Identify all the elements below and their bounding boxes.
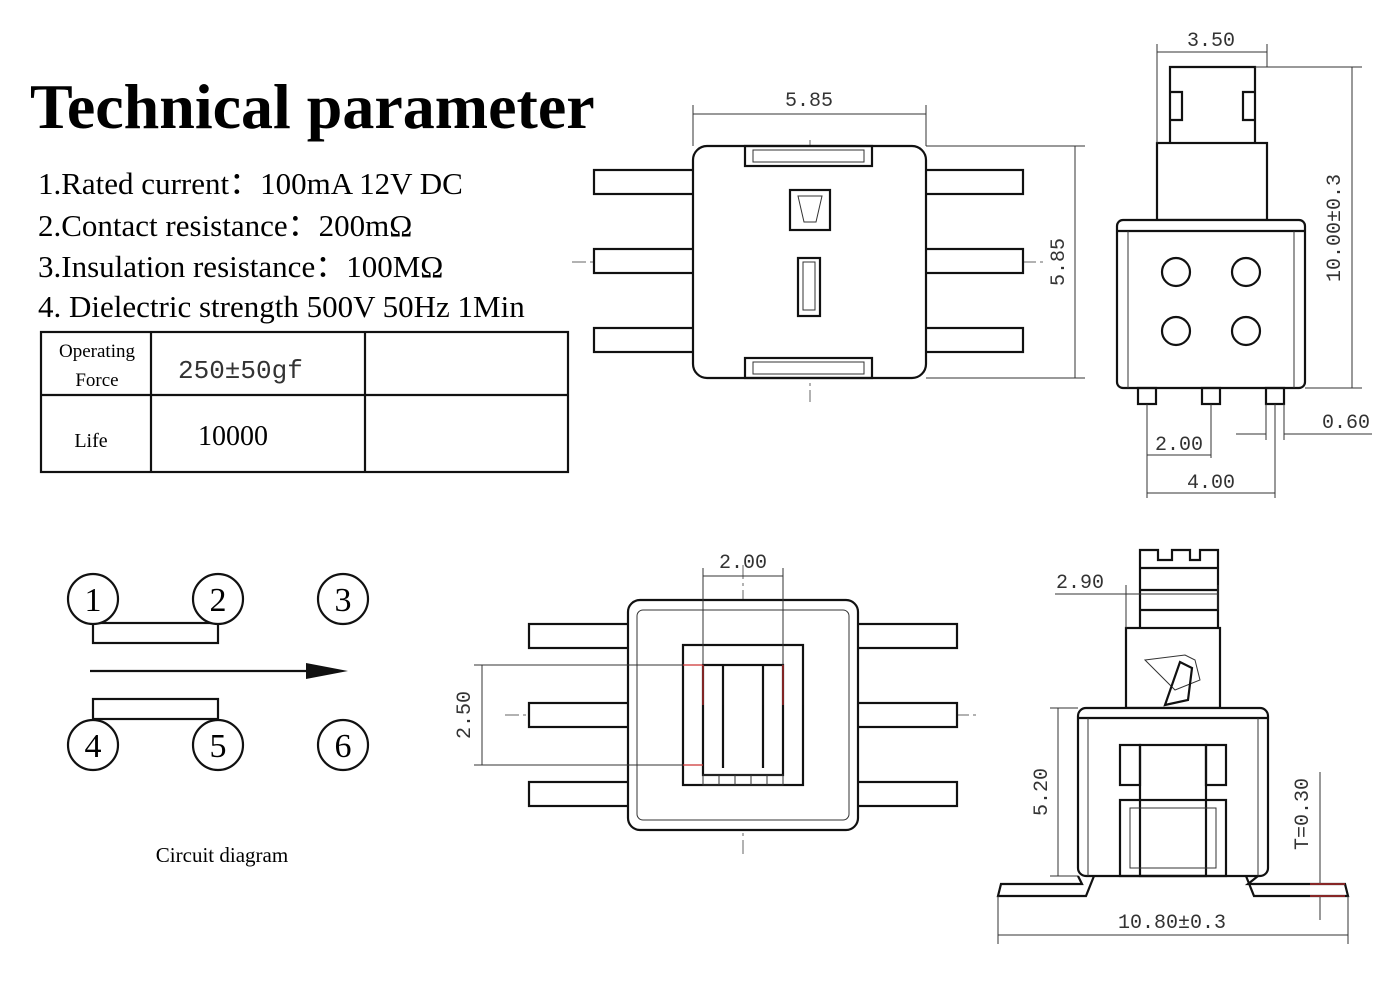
dim-side-height: 10.00±0.3	[1324, 174, 1347, 282]
dim-side-top-width: 3.50	[1187, 30, 1235, 53]
pin-2: 2	[191, 572, 245, 626]
pin-5: 5	[191, 718, 245, 772]
dim-thickness: T=0.30	[1292, 778, 1315, 850]
dim-front-slot-width: 2.00	[719, 552, 767, 575]
dim-top-width: 5.85	[785, 90, 833, 113]
param-contact-resistance: 2.Contact resistance：200mΩ	[38, 208, 412, 243]
table-value-life: 10000	[198, 421, 268, 452]
dim-pin-span: 4.00	[1187, 472, 1235, 495]
dim-side2-body-height: 5.20	[1031, 768, 1054, 816]
svg-text:4: 4	[85, 728, 102, 765]
circuit-diagram: 1 2 3 4 5 6 Circuit diagram	[66, 572, 370, 867]
pin-4: 4	[66, 718, 120, 772]
dim-top-height: 5.85	[1048, 238, 1071, 286]
side-view: 3.50 10.00±0.3 2.00 4.00 0.60	[1115, 30, 1372, 498]
pin-6: 6	[316, 718, 370, 772]
spec-table: Operating Force 250±50gf Life 10000	[39, 330, 570, 474]
svg-text:1: 1	[85, 582, 102, 619]
svg-text:6: 6	[335, 728, 352, 765]
svg-text:2: 2	[210, 582, 227, 619]
param-insulation-resistance: 3.Insulation resistance：100MΩ	[38, 249, 443, 284]
side-section-view: 2.90 5.20 T=0.30 10.80±0.3	[996, 548, 1350, 944]
svg-text:5: 5	[210, 728, 227, 765]
dim-pin-pitch: 2.00	[1155, 434, 1203, 457]
table-label-operating: Operating	[59, 341, 135, 362]
circuit-caption: Circuit diagram	[156, 843, 288, 867]
top-view: 5.85 5.85	[572, 90, 1085, 402]
table-label-force: Force	[75, 370, 118, 391]
page-title: Technical parameter	[30, 71, 595, 142]
param-rated-current: 1.Rated current：100mA 12V DC	[38, 166, 463, 201]
dim-pin-width: 0.60	[1322, 412, 1370, 435]
dim-side2-top-width: 2.90	[1056, 572, 1104, 595]
switch-direction-arrow	[90, 663, 348, 679]
table-value-force: 250±50gf	[178, 356, 303, 386]
pin-1: 1	[66, 572, 120, 626]
dim-front-slot-height: 2.50	[454, 691, 477, 739]
param-dielectric-strength: 4. Dielectric strength 500V 50Hz 1Min	[38, 289, 525, 324]
pin-3: 3	[316, 572, 370, 626]
svg-text:3: 3	[335, 582, 352, 619]
dim-overall-width: 10.80±0.3	[1118, 912, 1226, 935]
front-view: 2.00 2.50	[454, 552, 980, 855]
table-label-life: Life	[74, 430, 107, 452]
